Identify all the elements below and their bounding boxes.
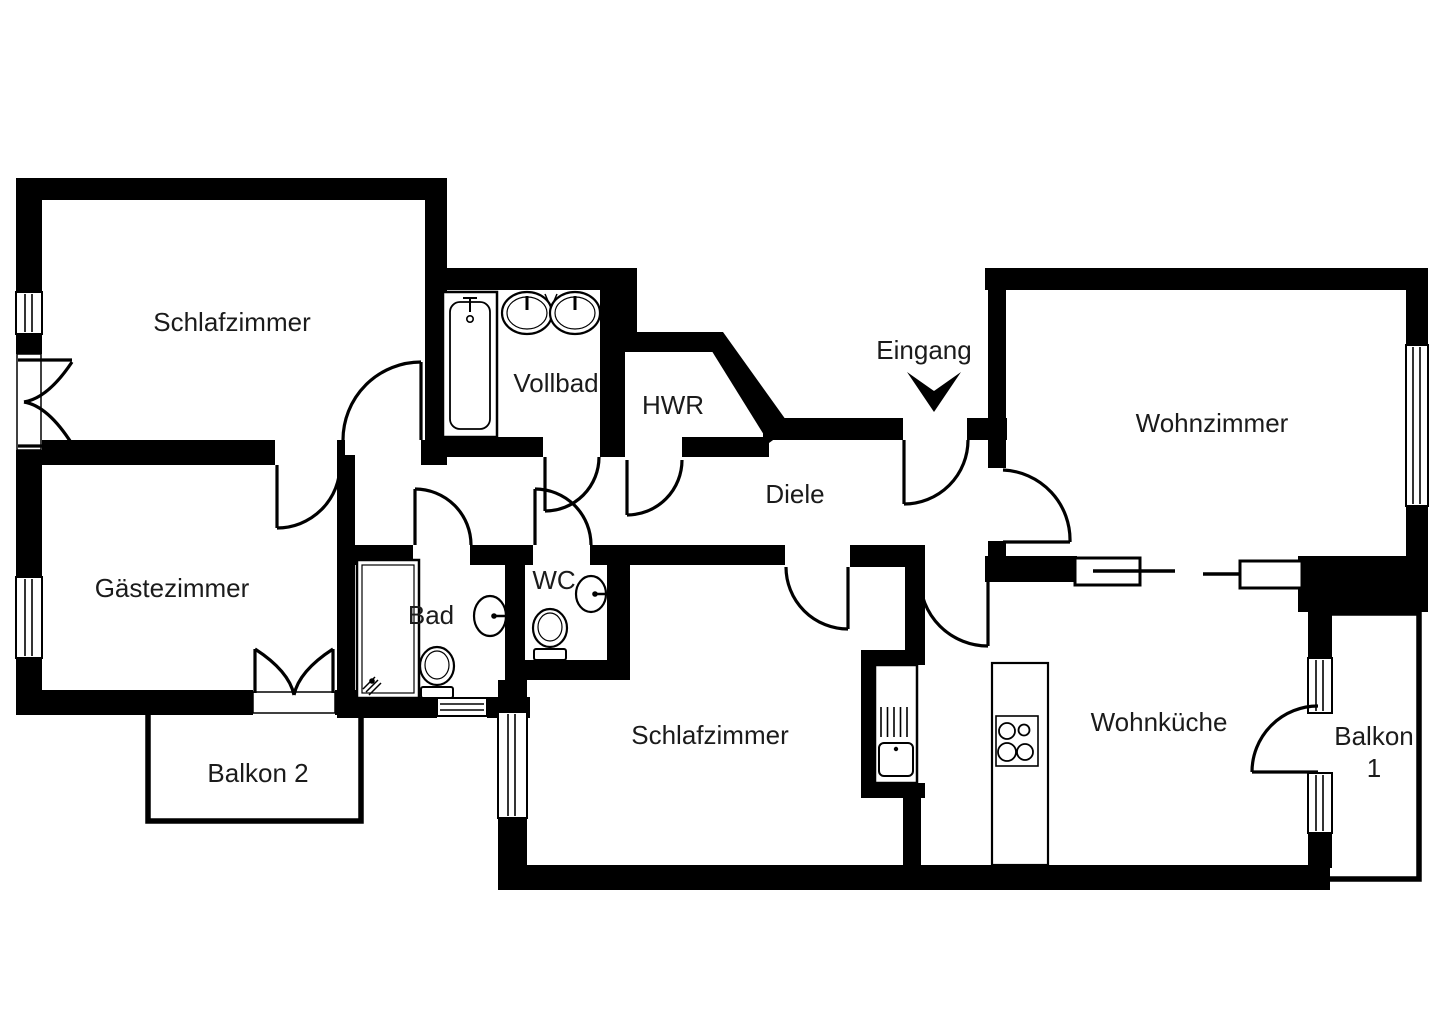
door-schlafzimmer-bottom (784, 566, 850, 631)
window-balkon1-upper (1307, 657, 1333, 714)
double-sink-icon (500, 290, 602, 336)
label-gaestezimmer: Gästezimmer (95, 573, 250, 603)
door-eingang (902, 439, 970, 506)
window-wohnzimmer (1405, 344, 1429, 507)
sliding-doors (1073, 556, 1304, 590)
cooktop-island-icon (990, 661, 1050, 867)
label-wc: WC (532, 565, 575, 595)
window-schlafzimmer-top (15, 291, 43, 335)
door-wohnzimmer (1002, 468, 1072, 544)
label-diele: Diele (765, 479, 824, 509)
window-gaestezimmer (15, 576, 43, 659)
door-gaestezimmer (275, 464, 342, 530)
label-wohnkueche: Wohnküche (1091, 707, 1228, 737)
wc-sink-icon (574, 574, 608, 614)
kitchen-sink-icon (873, 663, 919, 785)
label-hwr: HWR (642, 390, 704, 420)
label-wohnzimmer: Wohnzimmer (1136, 408, 1289, 438)
doors (18, 358, 1319, 774)
window-balkon1-lower (1307, 772, 1333, 834)
window-schlafzimmer-bottom (497, 711, 528, 819)
entrance-arrow-icon (907, 372, 961, 412)
bad-sink-icon (472, 594, 508, 638)
door-hwr (625, 459, 684, 517)
windows (15, 291, 1429, 834)
balconies (145, 610, 1422, 882)
label-schlafzimmer-top: Schlafzimmer (153, 307, 311, 337)
window-bad (436, 697, 488, 717)
label-eingang: Eingang (876, 335, 971, 365)
label-balkon1-line1: Balkon (1334, 721, 1414, 751)
door-vollbad (543, 456, 601, 513)
french-window-schlafzimmer-top (18, 358, 74, 448)
room-labels: Schlafzimmer Vollbad HWR Eingang Diele W… (95, 307, 1414, 788)
bad-toilet-icon (418, 645, 456, 699)
french-door-frame-balkon2 (252, 691, 336, 714)
label-vollbad: Vollbad (513, 368, 598, 398)
sliding-door-right (1238, 559, 1304, 590)
label-balkon2: Balkon 2 (207, 758, 308, 788)
door-schlafzimmer-top (341, 360, 423, 441)
shower-icon (355, 558, 421, 700)
door-wc (533, 487, 593, 546)
door-balkon1 (1250, 704, 1319, 774)
label-balkon1-line2: 1 (1367, 753, 1381, 783)
french-door-balkon2 (253, 647, 335, 696)
label-bad: Bad (408, 600, 454, 630)
wc-toilet-icon (531, 607, 569, 661)
door-wohnkueche (918, 577, 990, 648)
balkon-1-outline (1311, 610, 1422, 882)
fixtures (355, 290, 1050, 867)
balkon-2-outline (145, 715, 364, 824)
label-schlafzimmer-bottom: Schlafzimmer (631, 720, 789, 750)
bathtub-icon (441, 290, 499, 439)
walls (16, 178, 1428, 890)
door-bad (413, 487, 473, 546)
